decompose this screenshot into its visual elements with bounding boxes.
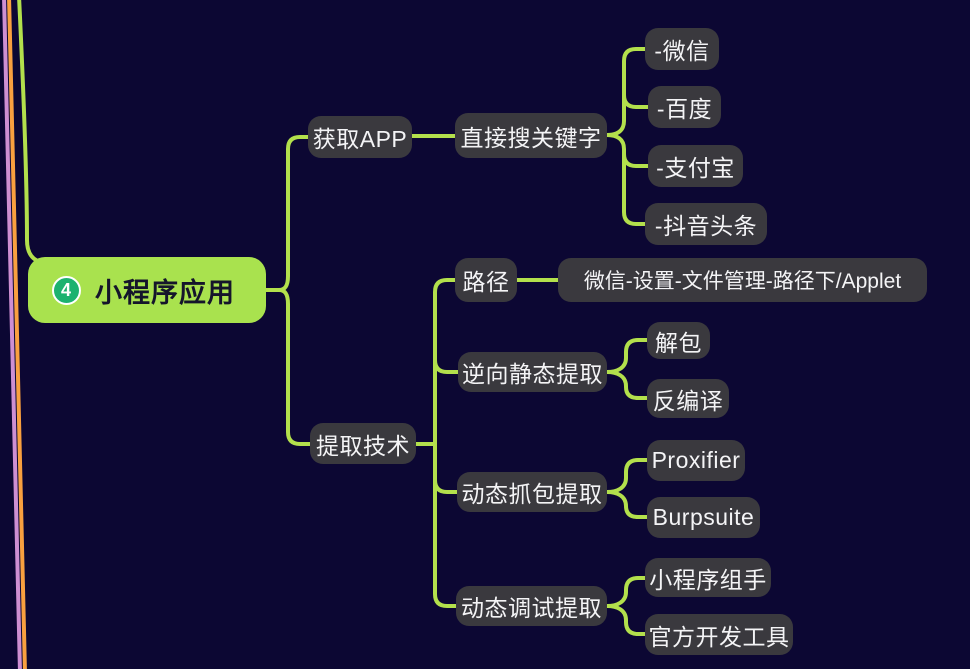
leaf-unpack[interactable]: 解包 <box>647 322 710 359</box>
parent-connector <box>17 0 46 265</box>
leaf-douyin-toutiao[interactable]: -抖音头条 <box>645 203 767 245</box>
branch-path[interactable]: 路径 <box>455 258 517 302</box>
leaf-decompile[interactable]: 反编译 <box>647 379 729 418</box>
branch-get-app[interactable]: 获取APP <box>308 116 412 158</box>
leaf-baidu[interactable]: -百度 <box>648 86 721 128</box>
branch-dynamic-debug[interactable]: 动态调试提取 <box>456 586 607 626</box>
left-edge-line-pink <box>2 0 22 669</box>
central-topic[interactable]: 4 小程序应用 <box>28 257 266 323</box>
left-edge-line-orange <box>7 0 27 669</box>
leaf-proxifier[interactable]: Proxifier <box>647 440 745 481</box>
leaf-path-location[interactable]: 微信-设置-文件管理-路径下/Applet <box>558 258 927 302</box>
branch-keyword-search[interactable]: 直接搜关键字 <box>455 113 607 158</box>
leaf-wechat[interactable]: -微信 <box>645 28 719 70</box>
branch-extract-tech[interactable]: 提取技术 <box>310 423 416 464</box>
leaf-official-dev-tools[interactable]: 官方开发工具 <box>645 614 793 655</box>
leaf-mini-program-assistant[interactable]: 小程序组手 <box>645 558 771 597</box>
leaf-alipay[interactable]: -支付宝 <box>648 145 743 187</box>
branch-reverse-static[interactable]: 逆向静态提取 <box>458 352 607 392</box>
leaf-burpsuite[interactable]: Burpsuite <box>647 497 760 538</box>
central-topic-label: 小程序应用 <box>95 277 235 308</box>
branch-dynamic-capture[interactable]: 动态抓包提取 <box>457 472 607 512</box>
topic-number-badge: 4 <box>52 275 81 305</box>
